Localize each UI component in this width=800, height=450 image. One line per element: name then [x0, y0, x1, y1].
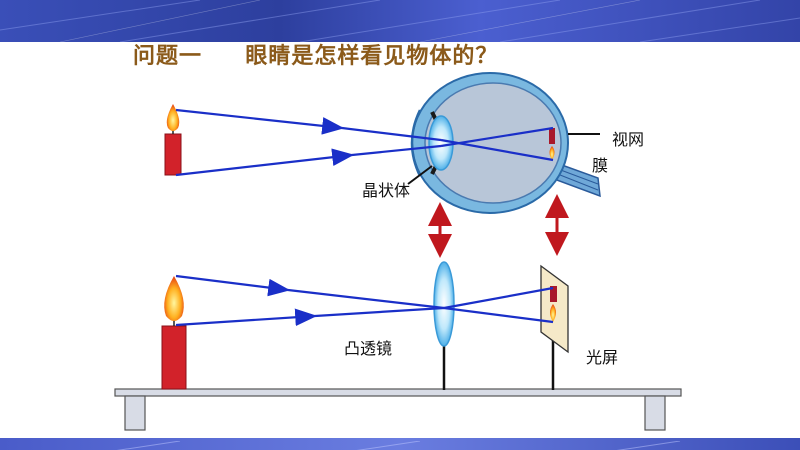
convex-lens-shape: [433, 261, 455, 347]
optical-bench: [114, 388, 682, 431]
bottom-banner: [0, 438, 800, 450]
top-ray-1-arrow: [175, 108, 345, 135]
retina-label-line1: 视网: [612, 130, 645, 149]
lens-pointer-line: [407, 165, 433, 185]
light-screen-label: 光屏: [586, 348, 619, 367]
top-ray-1-mid: [341, 126, 442, 142]
retina-image-flame: [549, 146, 555, 160]
crystalline-lens-shape: [428, 115, 454, 171]
top-ray-2-refracted: [440, 126, 554, 148]
eye-model: [407, 72, 601, 214]
title-part-1: 问题一: [133, 44, 203, 69]
top-candle-flame: [166, 104, 180, 131]
bench-leg-left: [124, 395, 146, 431]
bottom-candle-flame: [164, 276, 184, 321]
screen-image-candle: [550, 286, 557, 302]
convex-lens-label: 凸透镜: [344, 339, 393, 358]
crystalline-lens-label: 晶状体: [362, 181, 411, 200]
bottom-ray-1-mid: [287, 288, 445, 310]
retina-image-candle: [549, 128, 555, 144]
bottom-rays: [175, 274, 554, 327]
top-rays: [175, 108, 554, 177]
bottom-candle: [161, 276, 187, 390]
bottom-candle-body: [161, 325, 187, 390]
bottom-ray-2-arrow: [175, 308, 318, 327]
top-ray-2-mid: [351, 144, 442, 157]
retina-label-line2: 膜: [592, 156, 609, 175]
screen-image-flame: [550, 304, 556, 322]
bottom-banner-decoration: [116, 440, 681, 450]
top-candle: [164, 104, 182, 176]
bench-top: [114, 388, 682, 397]
top-candle-body: [164, 133, 182, 176]
top-ray-2-arrow: [175, 148, 355, 177]
light-screen: [540, 264, 569, 390]
slide-title: 问题一 眼睛是怎样看见物体的？: [133, 38, 498, 70]
convex-lens: [433, 261, 455, 390]
bottom-ray-2-refracted: [443, 286, 554, 310]
eyeball-vitreous: [424, 82, 562, 204]
bottom-ray-2-mid: [314, 306, 445, 318]
top-banner-decoration: [0, 0, 800, 42]
cornea: [410, 109, 422, 177]
bottom-ray-1-refracted: [443, 306, 554, 324]
bottom-ray-1-arrow: [175, 274, 291, 297]
bench-leg-right: [644, 395, 666, 431]
title-part-2: 眼睛是怎样看见物体的？: [245, 44, 499, 69]
top-banner: [0, 0, 800, 42]
